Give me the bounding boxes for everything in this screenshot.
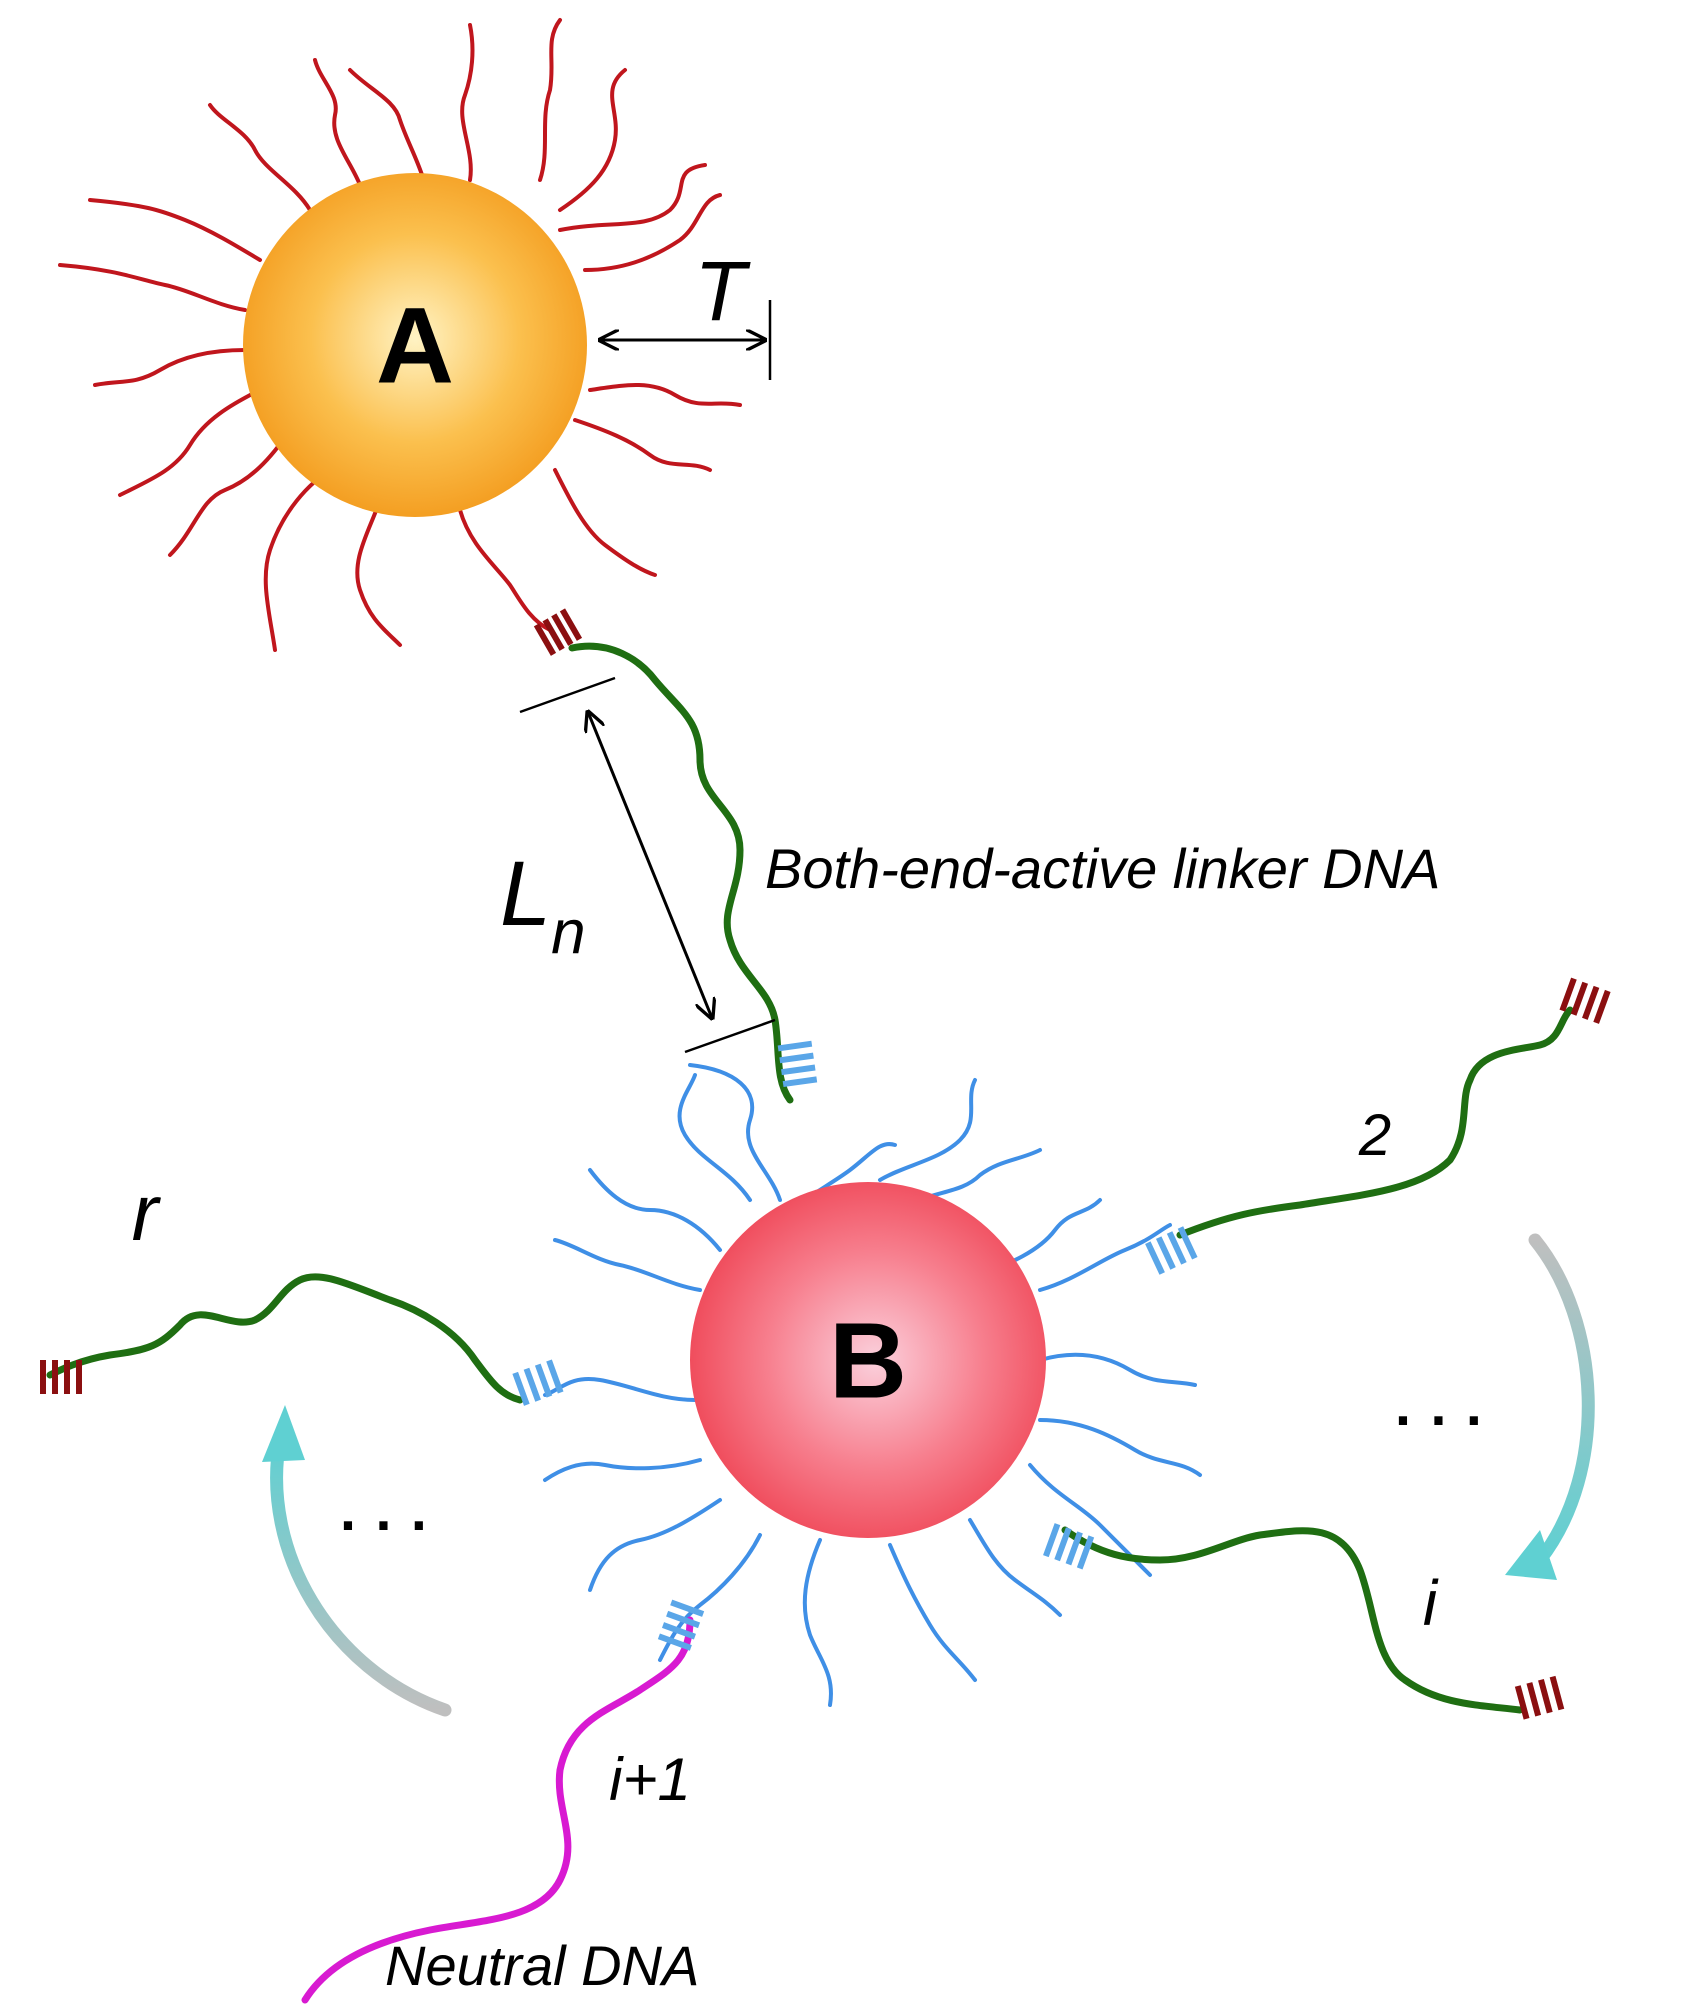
strand-r-label: r xyxy=(132,1168,162,1257)
strand-i-plus-1-label: i+1 xyxy=(609,1746,691,1813)
sticky-end-b-2 xyxy=(1145,1226,1198,1275)
linker-dna-label: Both-end-active linker DNA xyxy=(765,837,1440,900)
corona-thickness-marker: T xyxy=(600,244,772,380)
sticky-end-a-r xyxy=(40,1360,82,1394)
linker-length-tick-bottom xyxy=(684,1018,776,1054)
sticky-end-b-i xyxy=(1043,1523,1095,1570)
particle-b-label: B xyxy=(829,1300,907,1421)
neutral-strand xyxy=(301,1599,705,2004)
bridging-linker xyxy=(533,608,818,1104)
neutral-dna-label: Neutral DNA xyxy=(385,1934,699,1997)
sticky-end-a-2 xyxy=(1559,977,1611,1024)
linker-length-symbol: L xyxy=(500,843,551,945)
particle-a-label: A xyxy=(376,285,454,406)
linker-length-arrow xyxy=(588,712,712,1018)
corona-thickness-label: T xyxy=(694,244,751,338)
linker-length-marker: Ln xyxy=(500,676,776,1054)
linker-strand-r xyxy=(40,1273,564,1406)
particle-b-sphere xyxy=(690,1182,1046,1538)
linker-length-subscript: n xyxy=(551,898,585,967)
ellipsis-right: · · · xyxy=(1395,1388,1485,1453)
rotation-arrow-left-head xyxy=(262,1405,305,1462)
rotation-arrow-right xyxy=(1505,1233,1595,1580)
linker-strand-2 xyxy=(1145,977,1611,1275)
sticky-end-a-i xyxy=(1514,1675,1565,1720)
linker-dna-bridge xyxy=(568,642,794,1104)
ellipsis-left: · · · xyxy=(340,1493,430,1558)
linker-length-tick-top xyxy=(519,676,616,714)
rotation-arrow-right-head xyxy=(1505,1530,1557,1580)
linker-length-label: Ln xyxy=(500,843,586,967)
sticky-end-a-top xyxy=(533,608,583,656)
particle-a-sphere xyxy=(243,173,587,517)
linker-strand-i xyxy=(1043,1523,1565,1720)
particle-b: B xyxy=(690,1182,1046,1538)
sticky-end-b-r xyxy=(512,1359,564,1406)
sticky-end-b-top xyxy=(777,1040,818,1088)
strand-i-label: i xyxy=(1423,1567,1439,1639)
sticky-end-b-neutral xyxy=(657,1599,705,1651)
strand-2-label: 2 xyxy=(1358,1103,1391,1168)
particle-a: A xyxy=(243,173,587,517)
rotation-arrow-left xyxy=(262,1405,452,1717)
particle-a-corona xyxy=(58,18,742,652)
